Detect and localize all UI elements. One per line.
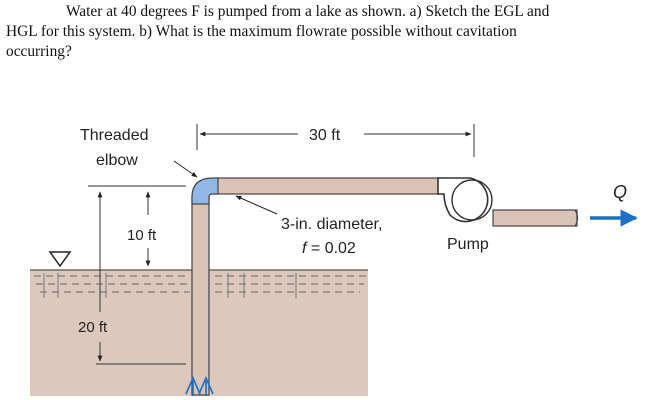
pipe-end <box>574 209 579 227</box>
pipe-diameter-label: 3-in. diameter, <box>281 216 382 233</box>
discharge-pipe <box>492 209 578 227</box>
pump-label: Pump <box>447 236 489 253</box>
horizontal-pipe <box>214 177 442 195</box>
inflow-arrows-icon <box>185 376 214 396</box>
elbow-label-line1: Threaded <box>80 127 149 144</box>
elbow-label-line2: elbow <box>96 152 138 169</box>
length-label: 30 ft <box>309 127 341 144</box>
pump-casing <box>451 179 493 221</box>
height-label: 10 ft <box>127 227 157 244</box>
friction-value: = 0.02 <box>306 240 355 257</box>
depth-label: 20 ft <box>78 319 108 336</box>
problem-statement: Water at 40 degrees F is pumped from a l… <box>6 2 654 62</box>
threaded-elbow <box>191 177 219 205</box>
pump <box>437 177 489 223</box>
water-vertical-ticks <box>43 273 297 298</box>
water-dash-lines <box>34 275 366 293</box>
pipe-leader <box>235 195 278 215</box>
suction-pipe <box>191 194 210 396</box>
water-surface-triangle-icon <box>48 251 72 268</box>
friction-factor-label: f = 0.02 <box>302 240 356 257</box>
problem-line-2: HGL for this system. b) What is the maxi… <box>6 23 517 40</box>
problem-line-1: Water at 40 degrees F is pumped from a l… <box>66 3 550 20</box>
friction-symbol: f <box>302 240 308 257</box>
problem-line-3: occurring? <box>6 43 72 60</box>
elbow-leader <box>173 160 198 178</box>
flow-label: Q <box>613 182 627 202</box>
